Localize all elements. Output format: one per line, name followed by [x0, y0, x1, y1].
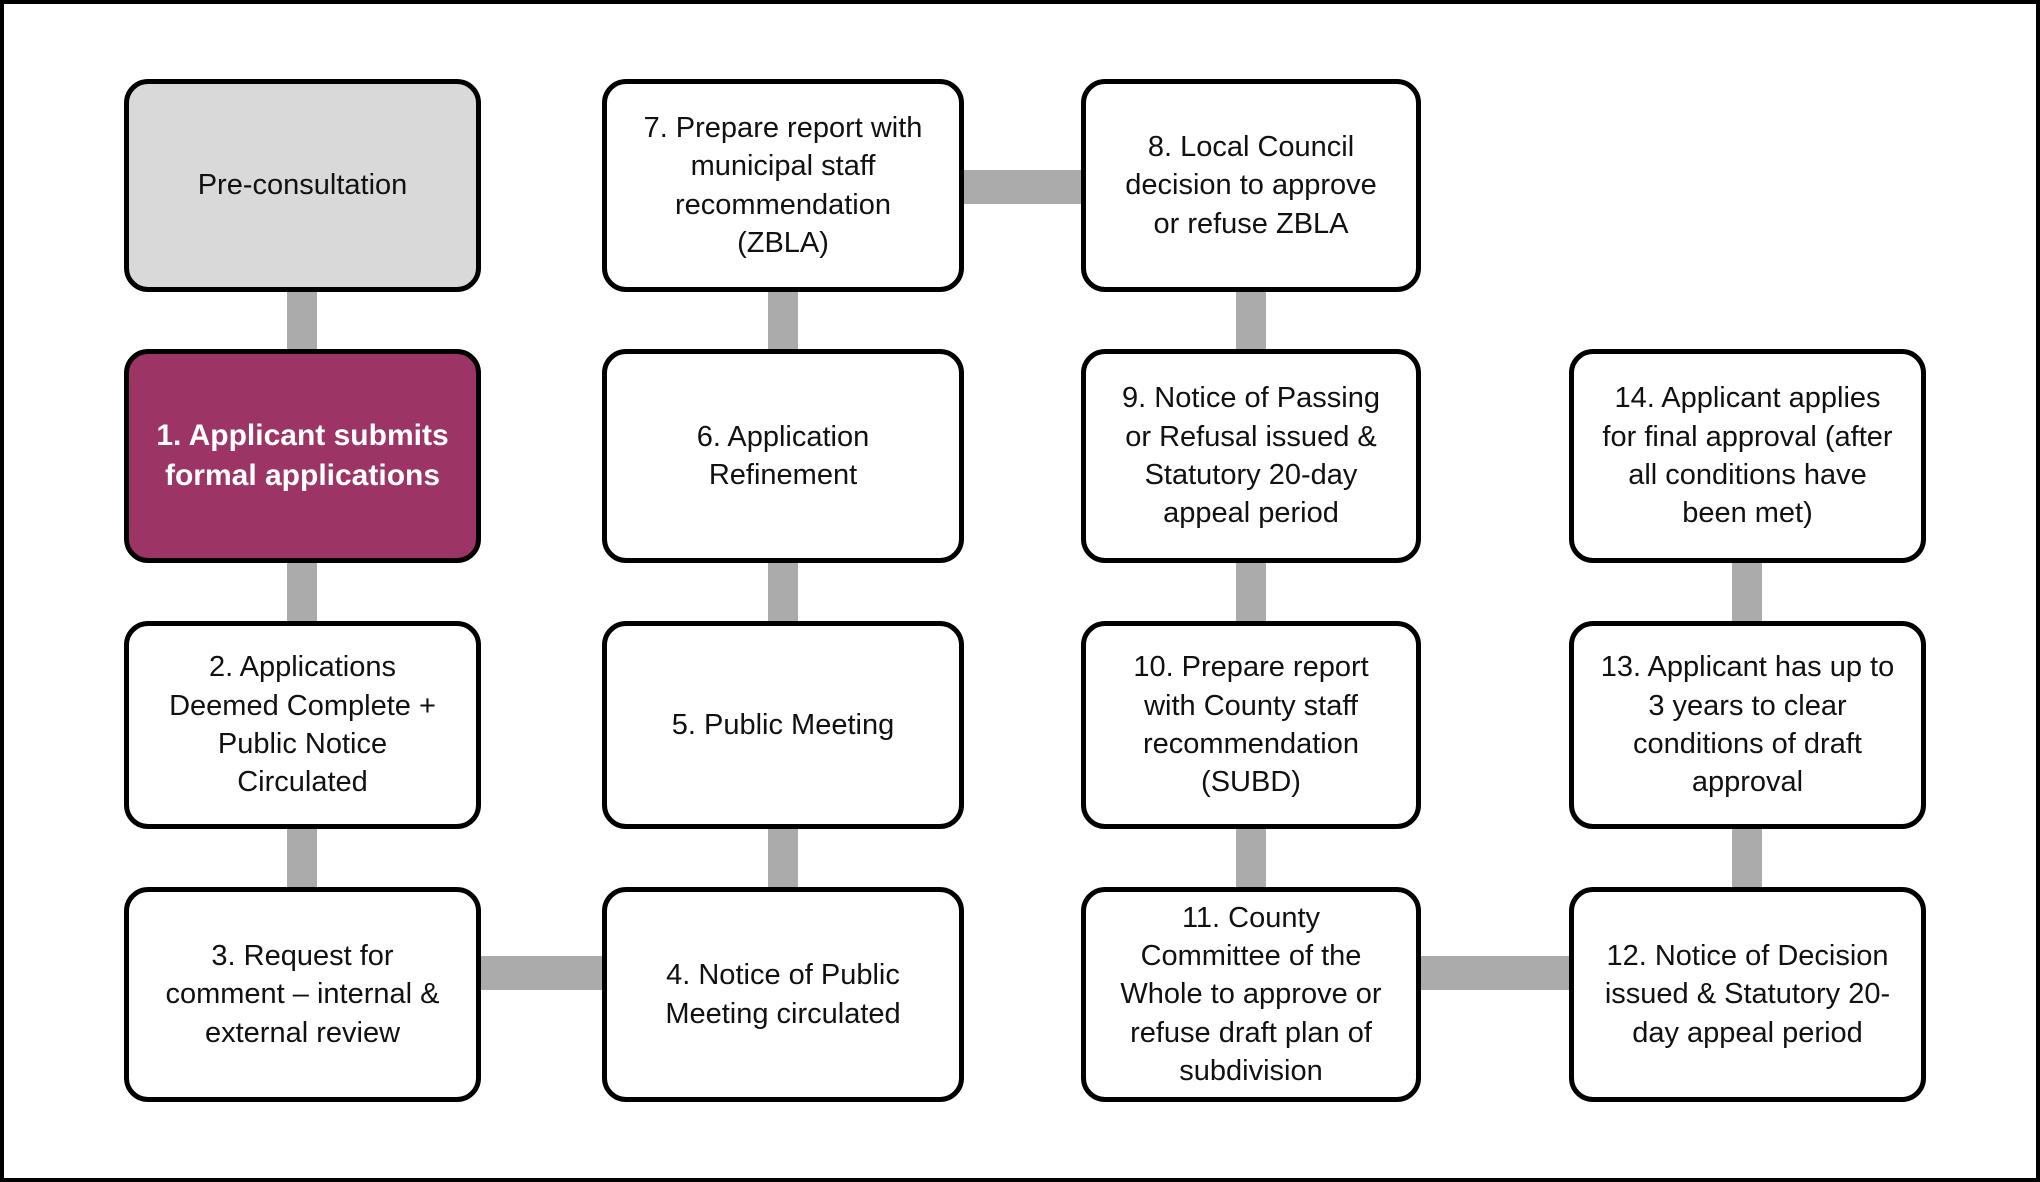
connector-3-to-4 [474, 956, 609, 990]
connector-10-to-11 [1236, 825, 1266, 891]
connector-7-to-8 [954, 170, 1089, 204]
flow-step-9: 9. Notice of Passing or Refusal issued &… [1081, 349, 1421, 563]
flow-step-pre-consultation: Pre-consultation [124, 79, 481, 292]
flow-step-11: 11. County Committee of the Whole to app… [1081, 887, 1421, 1102]
flow-step-10: 10. Prepare report with County staff rec… [1081, 621, 1421, 829]
flow-step-1: 1. Applicant submits formal applications [124, 349, 481, 563]
connector-9-to-10 [1236, 559, 1266, 625]
flow-step-8: 8. Local Council decision to approve or … [1081, 79, 1421, 292]
connector-8-to-9 [1236, 288, 1266, 354]
connector-11-to-12 [1414, 956, 1576, 990]
flow-step-5: 5. Public Meeting [602, 621, 964, 829]
flow-step-4: 4. Notice of Public Meeting circulated [602, 887, 964, 1102]
connector-5-to-6 [768, 559, 798, 625]
connector-13-to-14 [1732, 559, 1762, 625]
flow-step-3: 3. Request for comment – internal & exte… [124, 887, 481, 1102]
flow-step-14: 14. Applicant applies for final approval… [1569, 349, 1926, 563]
connector-6-to-7 [768, 288, 798, 354]
connector-4-to-5 [768, 825, 798, 891]
flow-step-2: 2. Applications Deemed Complete + Public… [124, 621, 481, 829]
flow-step-6: 6. Application Refinement [602, 349, 964, 563]
connector-1-to-2 [287, 559, 317, 625]
flow-step-12: 12. Notice of Decision issued & Statutor… [1569, 887, 1926, 1102]
flow-step-13: 13. Applicant has up to 3 years to clear… [1569, 621, 1926, 829]
flow-step-7: 7. Prepare report with municipal staff r… [602, 79, 964, 292]
connector-12-to-13 [1732, 825, 1762, 891]
connector-pre-to-1 [287, 288, 317, 354]
connector-2-to-3 [287, 825, 317, 891]
